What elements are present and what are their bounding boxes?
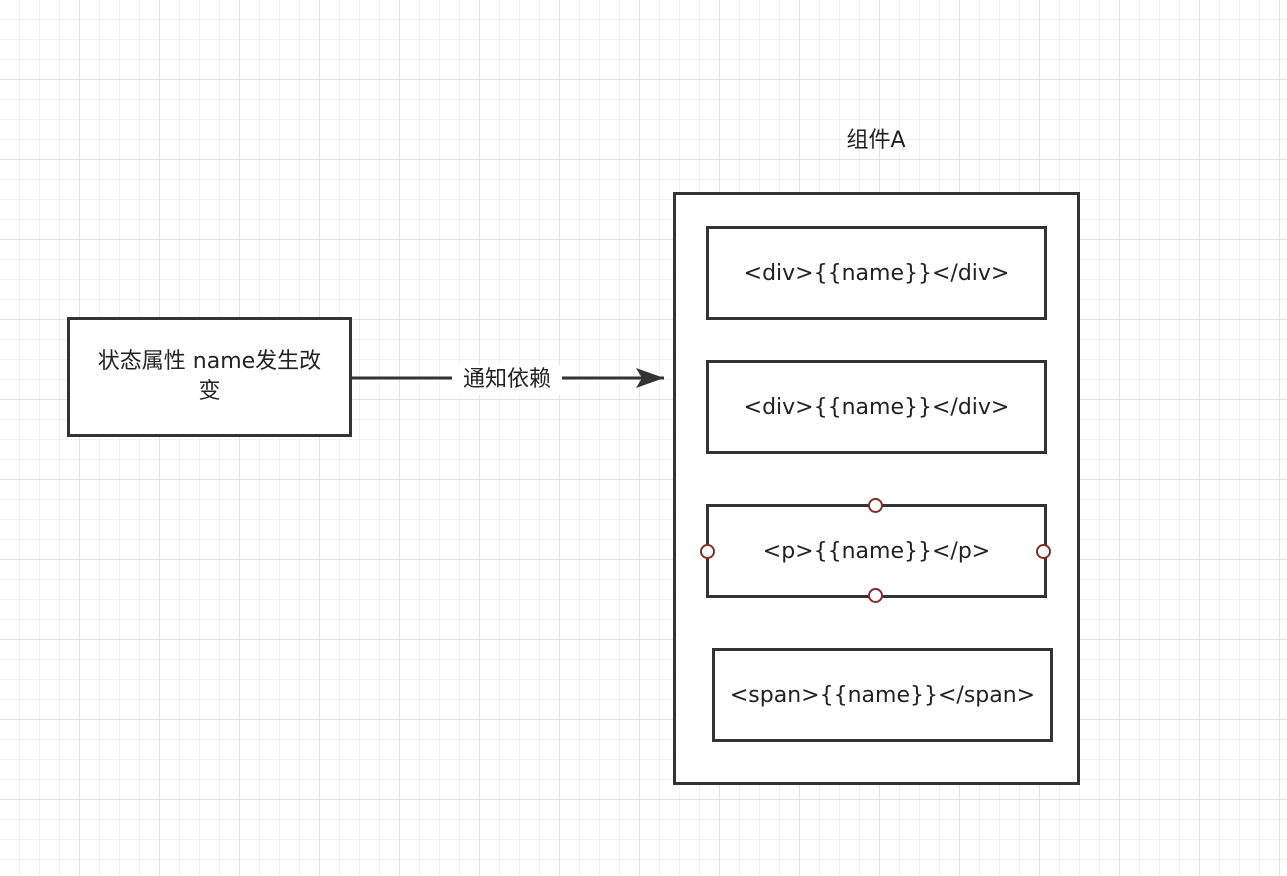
div-template-label-1: <div>{{name}}</div> — [743, 260, 1010, 286]
div-template-node-1[interactable]: <div>{{name}}</div> — [706, 226, 1047, 320]
connection-handle-left[interactable] — [700, 544, 715, 559]
state-change-node[interactable]: 状态属性 name发生改变 — [67, 317, 352, 437]
div-template-node-2[interactable]: <div>{{name}}</div> — [706, 360, 1047, 454]
span-template-label: <span>{{name}}</span> — [729, 682, 1036, 708]
connection-handle-top[interactable] — [868, 498, 883, 513]
span-template-node[interactable]: <span>{{name}}</span> — [712, 648, 1053, 742]
p-template-label: <p>{{name}}</p> — [762, 538, 991, 564]
div-template-label-2: <div>{{name}}</div> — [743, 394, 1010, 420]
notify-edge-label: 通知依赖 — [452, 365, 562, 395]
arrow-head-icon — [636, 368, 664, 388]
component-title: 组件A — [846, 128, 906, 153]
state-change-label: 状态属性 name发生改变 — [97, 349, 322, 404]
p-template-node[interactable]: <p>{{name}}</p> — [706, 504, 1047, 598]
connection-handle-bottom[interactable] — [868, 588, 883, 603]
connection-handle-right[interactable] — [1036, 544, 1051, 559]
